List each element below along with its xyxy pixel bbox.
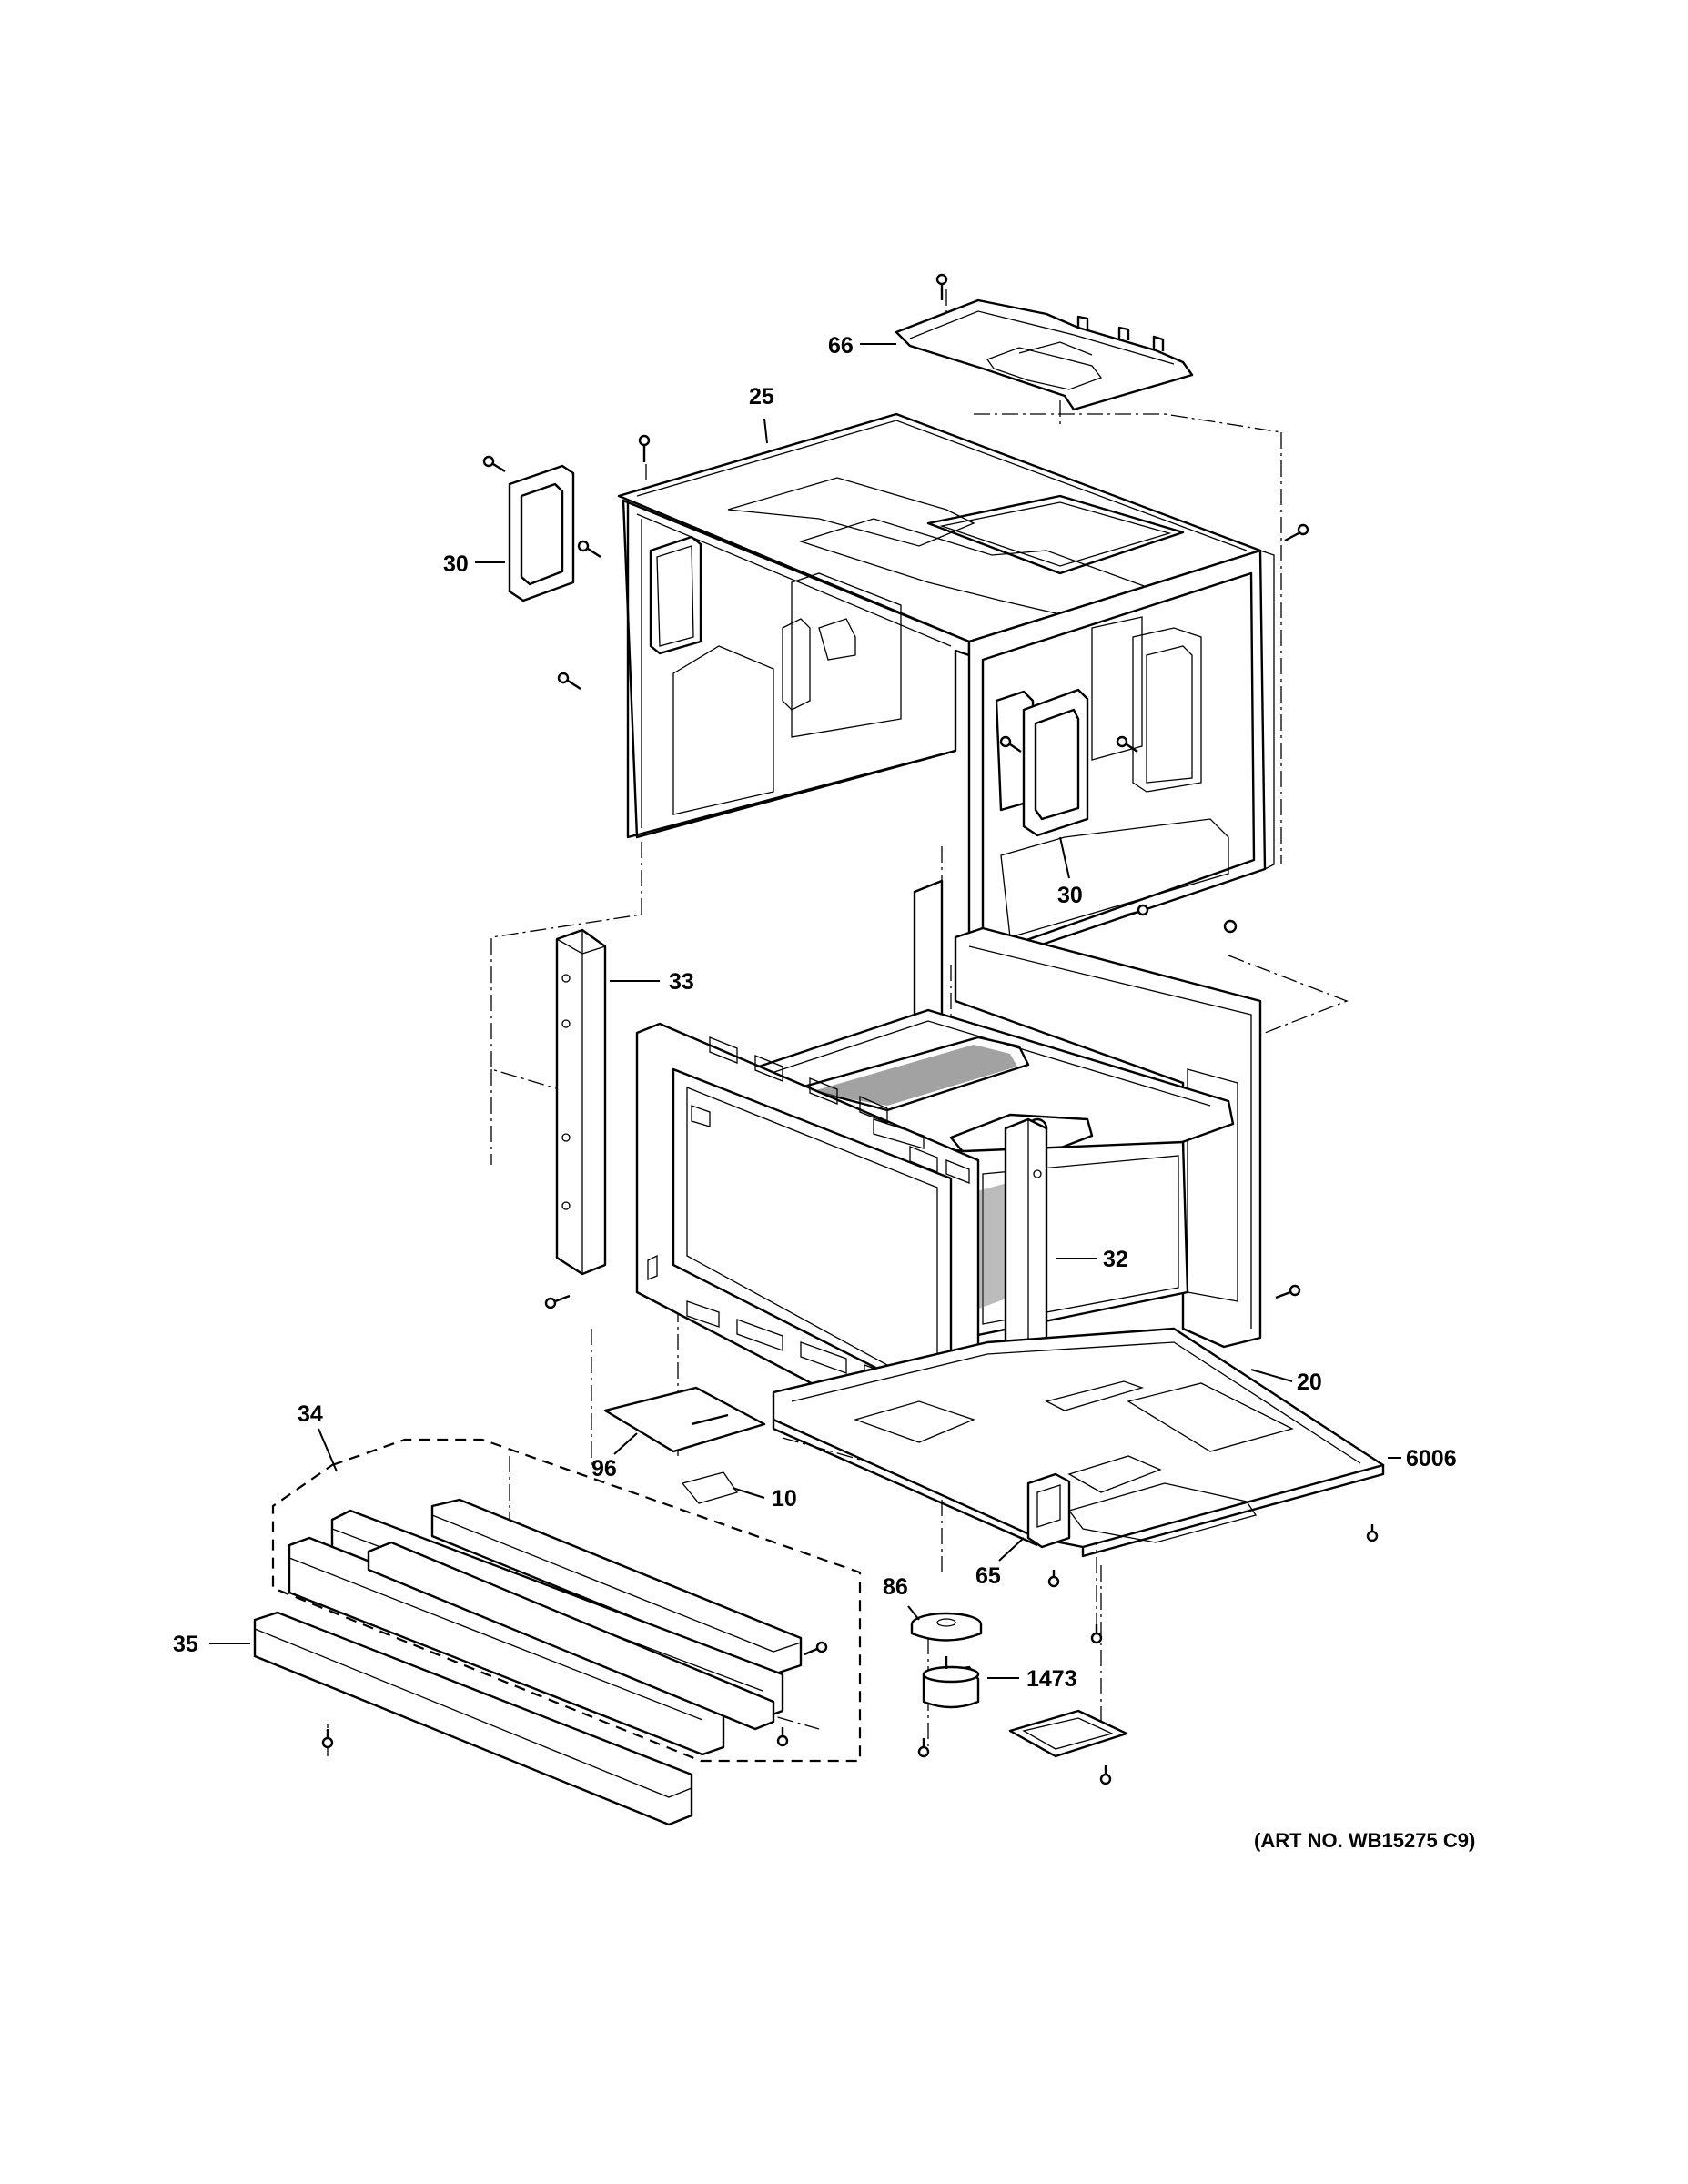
bottom-pan [772,1327,1385,1558]
part-label-96: 96 [591,1456,617,1481]
part-label-30-right: 30 [1057,883,1083,908]
screw-icon [776,1727,789,1747]
screw-icon [482,455,506,473]
top-cover-plate [895,298,1194,411]
screw-icon [999,735,1022,753]
bottom-trim-strip [253,1611,693,1826]
screw-icon [577,540,601,559]
part-label-33: 33 [669,969,694,995]
part-label-30-left: 30 [443,551,469,577]
part-label-25: 25 [749,384,774,410]
turntable-coupler [910,1612,983,1642]
screw-icon [1090,1624,1103,1644]
part-label-10: 10 [772,1486,797,1512]
part-label-66: 66 [828,333,854,359]
screw-icon [1284,523,1309,542]
screw-icon [1275,1284,1301,1299]
art-number: (ART NO. WB15275 C9) [1254,1829,1475,1852]
part-label-34: 34 [298,1401,323,1427]
screw-icon [1124,904,1149,917]
trim-kit-group [271,1438,862,1763]
screw-icon [1223,919,1238,934]
part-label-1473: 1473 [1026,1666,1077,1692]
callout-leaders [209,343,1401,1679]
screw-icon [321,1729,334,1749]
vent-gasket-right [1022,688,1089,837]
vent-gasket-left [508,464,575,602]
corner-bracket [1026,1472,1071,1549]
part-label-32: 32 [1103,1247,1128,1272]
screw-icon [638,434,651,462]
insulation-pad [681,1471,739,1504]
screw-icon [1099,1765,1112,1785]
screw-icon [935,273,948,300]
part-label-6006: 6006 [1406,1446,1457,1471]
screw-icon [1366,1524,1379,1542]
screw-icon [1116,735,1138,753]
screw-icon [544,1294,571,1309]
screw-icon [1047,1570,1060,1588]
turntable-motor [922,1656,980,1709]
screw-icon [557,672,581,691]
upper-oven-wrapper [617,412,1275,971]
part-label-65: 65 [975,1563,1001,1589]
part-label-86: 86 [883,1574,908,1600]
lower-oven-cavity [635,879,1262,1458]
side-trim-left [555,928,607,1276]
screw-icon [917,1738,930,1758]
part-label-35: 35 [173,1632,198,1657]
motor-cover-plate [1008,1709,1128,1758]
screw-icon [804,1641,828,1656]
access-cover-plate [603,1386,766,1453]
part-label-20: 20 [1297,1370,1322,1395]
